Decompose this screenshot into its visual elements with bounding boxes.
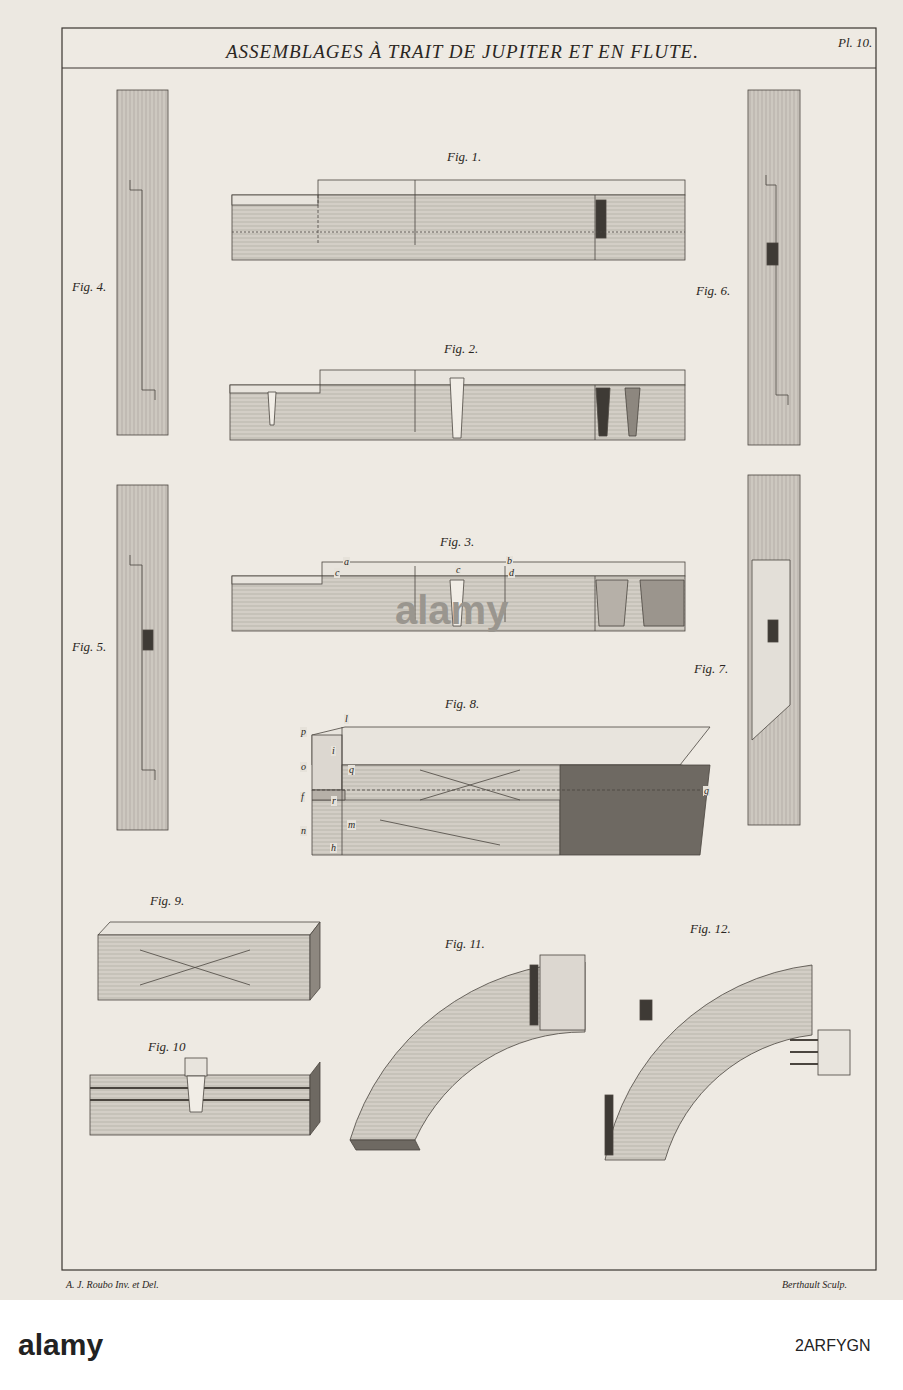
figure-label: Fig. 4. <box>72 280 106 293</box>
letter: q <box>348 765 355 775</box>
letter: c <box>334 568 340 578</box>
plate-number: Pl. 10. <box>838 36 872 49</box>
figure-label: Fig. 12. <box>690 922 731 935</box>
engraver-credit: Berthault Sculp. <box>782 1280 847 1290</box>
figure-label: Fig. 9. <box>150 894 184 907</box>
letter: r <box>331 796 337 806</box>
engraver-credit: A. J. Roubo Inv. et Del. <box>66 1280 159 1290</box>
figure-label: Fig. 3. <box>440 535 474 548</box>
figure-label: Fig. 8. <box>445 697 479 710</box>
figure-label: Fig. 11. <box>445 937 485 950</box>
letter: f <box>300 792 305 802</box>
letter: n <box>300 826 307 836</box>
letter: o <box>300 762 307 772</box>
watermark: alamy <box>18 1330 103 1360</box>
letter: l <box>344 714 349 724</box>
image-id: 2ARFYGN <box>795 1338 871 1354</box>
letter: i <box>331 746 336 756</box>
figure-label: Fig. 1. <box>447 150 481 163</box>
letter: c <box>455 565 461 575</box>
letter: h <box>330 843 337 853</box>
letter: a <box>343 557 350 567</box>
figure-label: Fig. 2. <box>444 342 478 355</box>
letter: p <box>300 727 307 737</box>
watermark: alamy <box>395 590 508 630</box>
letter: m <box>347 820 356 830</box>
figure-label: Fig. 10 <box>148 1040 186 1053</box>
figure-label: Fig. 7. <box>694 662 728 675</box>
figure-label: Fig. 6. <box>696 284 730 297</box>
figure-label: Fig. 5. <box>72 640 106 653</box>
letter: b <box>506 556 513 566</box>
letter: d <box>508 568 515 578</box>
letter: g <box>703 786 710 796</box>
plate-title: ASSEMBLAGES À TRAIT DE JUPITER ET EN FLU… <box>226 42 699 61</box>
